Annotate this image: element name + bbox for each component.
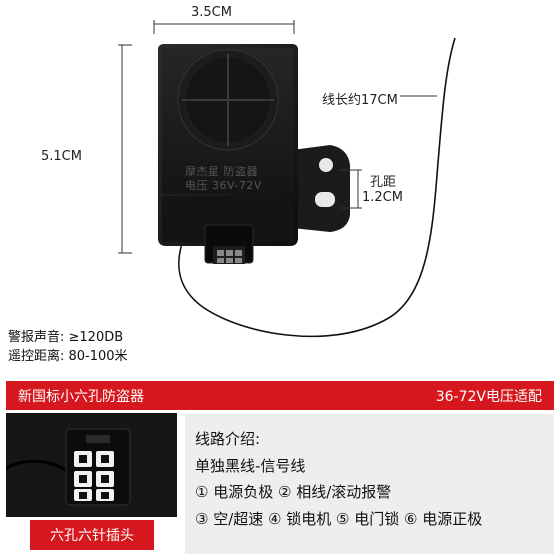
banner-title: 新国标小六孔防盗器 — [18, 388, 144, 405]
hole-pitch-title: 孔距 — [370, 175, 397, 190]
alarm-body — [158, 44, 298, 246]
product-banner: 新国标小六孔防盗器 36-72V电压适配 — [6, 381, 554, 410]
wiring-title: 线路介绍: — [195, 430, 261, 448]
bracket-hole-top — [319, 158, 333, 172]
connector-label: 六孔六针插头 — [30, 520, 154, 550]
width-dimension-line — [153, 20, 295, 34]
height-dimension: 5.1CM — [41, 149, 82, 164]
product-photo-area: 摩杰星 防盗器 电压 36V-72V 3.5CM 5.1CM 线长约17CM 孔… — [8, 5, 456, 366]
product-illustration — [118, 20, 456, 338]
hole-pitch-line — [340, 169, 362, 209]
bracket-hole-bottom — [315, 192, 335, 207]
specs-list: 警报声音: ≥120DB 遥控距离: 80-100米 — [8, 328, 128, 366]
connector-photo — [6, 413, 177, 517]
device-label: 摩杰星 防盗器 电压 36V-72V — [185, 165, 262, 193]
width-dimension: 3.5CM — [191, 5, 232, 20]
wire-length-label: 线长约17CM — [322, 93, 398, 108]
body-connector — [204, 224, 254, 264]
height-dimension-line — [118, 44, 132, 254]
wiring-info-panel: 线路介绍: 单独黑线-信号线 ① 电源负极 ② 相线/滚动报警 ③ 空/超速 ④… — [185, 414, 554, 554]
antenna-wire — [177, 37, 456, 338]
device-label-line2: 电压 36V-72V — [185, 179, 262, 192]
wiring-line-pins-3-6: ③ 空/超速 ④ 锁电机 ⑤ 电门锁 ⑥ 电源正极 — [195, 509, 483, 528]
mounting-bracket — [292, 145, 350, 232]
hole-pitch-value: 1.2CM — [362, 190, 403, 205]
spec-remote-range: 遥控距离: 80-100米 — [8, 349, 128, 364]
spec-alarm-volume: 警报声音: ≥120DB — [8, 330, 124, 345]
device-label-line1: 摩杰星 防盗器 — [185, 165, 258, 178]
banner-voltage: 36-72V电压适配 — [435, 388, 542, 405]
speaker-grille — [177, 49, 279, 151]
connector-illustration — [6, 413, 177, 517]
wiring-line-signal: 单独黑线-信号线 — [195, 456, 306, 475]
wiring-line-pins-1-2: ① 电源负极 ② 相线/滚动报警 — [195, 483, 392, 501]
